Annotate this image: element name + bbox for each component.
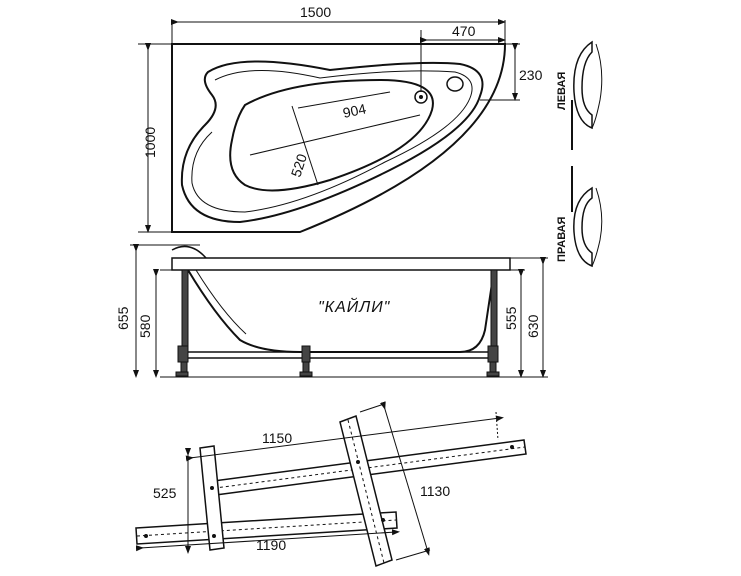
orientation-legend: ЛЕВАЯ ПРАВАЯ	[556, 40, 603, 268]
overflow-icon	[446, 76, 464, 92]
dim-right-height: 630	[525, 314, 541, 338]
top-rim	[180, 60, 484, 224]
left-version-icon	[573, 40, 593, 130]
dim-rim-height: 580	[137, 314, 153, 338]
top-rim-inner	[191, 69, 473, 213]
top-bowl	[229, 78, 434, 192]
dim-depth: 1000	[142, 127, 158, 158]
side-view: "КАЙЛИ" 655 580 555	[115, 244, 548, 378]
dim-leg-spread: 525	[153, 485, 177, 501]
side-rim	[171, 257, 511, 271]
frame-view: 1150 1130 525 1190	[135, 401, 527, 567]
dim-offset-top: 230	[519, 67, 543, 83]
dim-leg-height: 555	[503, 306, 519, 330]
right-version-label: ПРАВАЯ	[556, 216, 568, 262]
model-name: "КАЙЛИ"	[318, 297, 391, 316]
dim-rail-bottom: 1190	[256, 537, 286, 553]
side-legs	[175, 269, 500, 377]
dim-inner-length: 904	[341, 100, 367, 121]
dim-cross-rail: 1130	[420, 483, 450, 499]
dim-offset-right: 470	[452, 23, 476, 39]
top-outline	[171, 43, 507, 233]
top-view: 904 520 1500 470 230 1000	[138, 4, 543, 233]
right-version-icon	[573, 186, 593, 268]
side-body	[187, 269, 495, 353]
dim-inner-width: 520	[288, 152, 311, 179]
dim-total-height: 655	[115, 306, 131, 330]
dim-width: 1500	[300, 4, 331, 20]
left-version-label: ЛЕВАЯ	[556, 72, 568, 110]
dim-rail-top: 1150	[262, 430, 292, 446]
